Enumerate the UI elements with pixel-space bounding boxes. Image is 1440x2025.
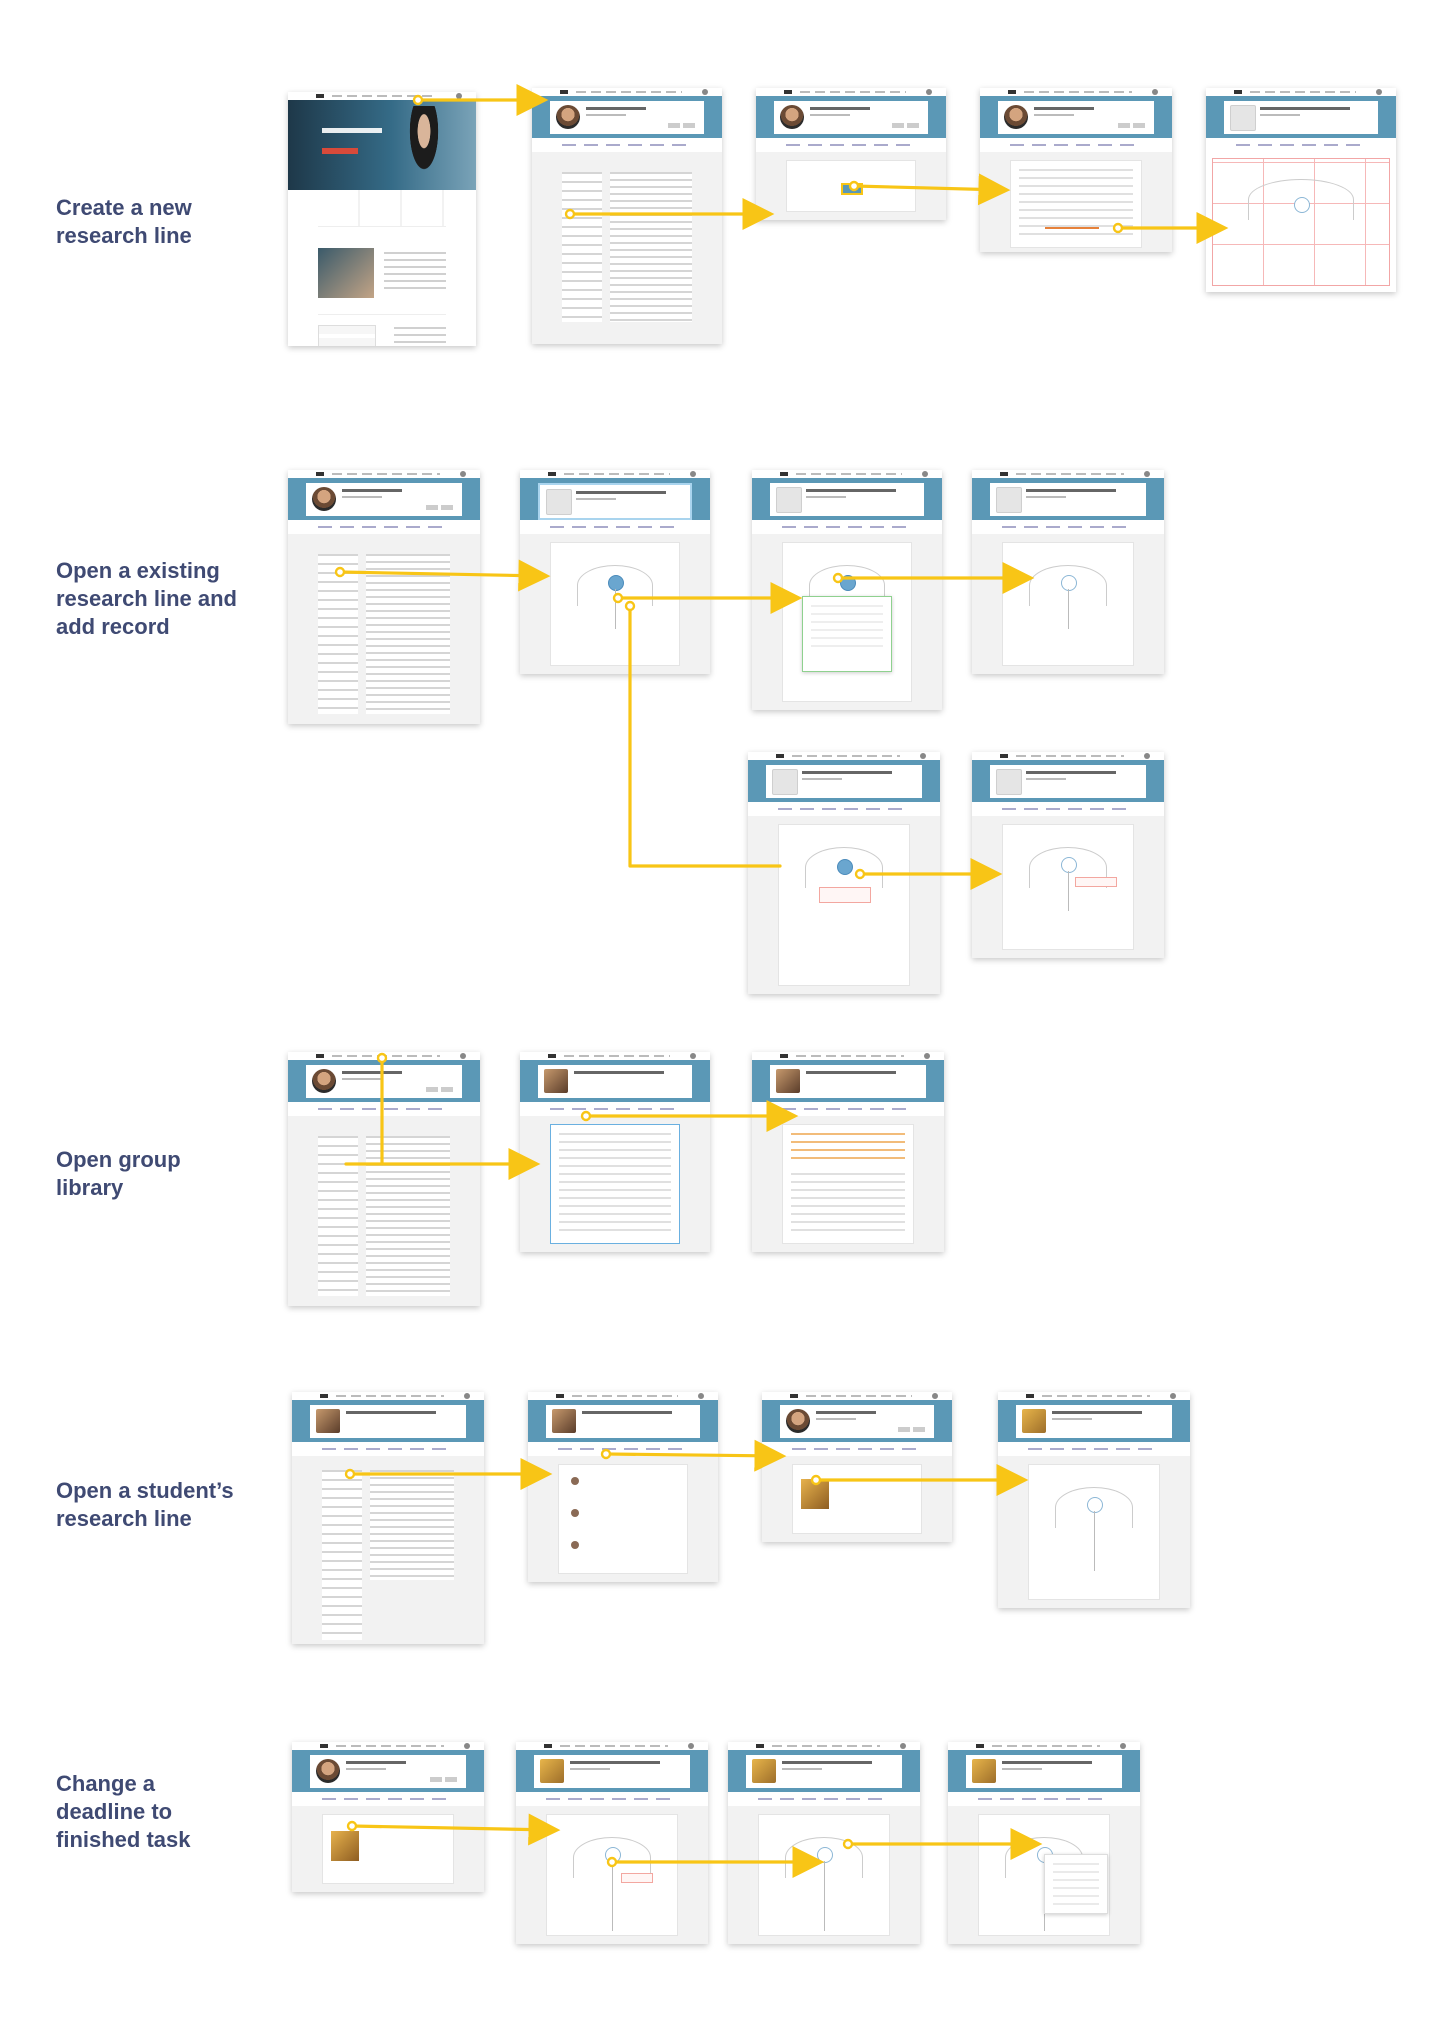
flow-label-open-group-library: Open group library (56, 1147, 181, 1200)
research-line-thumbnail[interactable] (331, 1831, 359, 1861)
avatar (456, 93, 462, 99)
screen-research-line-layout-grid[interactable] (1206, 88, 1396, 292)
screen-add-record-dialog[interactable] (752, 470, 942, 710)
screen-group-library[interactable] (752, 1052, 944, 1252)
screen-profile-2[interactable] (288, 470, 480, 724)
screen-timeline-with-record[interactable] (972, 470, 1164, 674)
member-avatar[interactable] (571, 1509, 579, 1517)
screen-student-research-line-timeline[interactable] (998, 1392, 1190, 1608)
screen-new-research-line-form[interactable] (980, 88, 1172, 252)
logo (316, 94, 324, 98)
screen-group-page[interactable] (520, 1052, 710, 1252)
flow-label-change-deadline: Change a deadline to finished task (56, 1771, 191, 1852)
feed (610, 172, 692, 322)
inline-deadline-form[interactable] (819, 887, 871, 903)
flow-label-open-existing-research-line: Open a existing research line and add re… (56, 558, 237, 639)
member-avatar[interactable] (571, 1541, 579, 1549)
feature-row (318, 190, 446, 227)
add-record-dialog[interactable] (802, 596, 892, 672)
create-research-line-button[interactable] (841, 183, 863, 195)
screen-research-lines-empty[interactable] (756, 88, 946, 220)
timeline-add-node[interactable] (608, 575, 624, 591)
screen-profile[interactable] (532, 88, 722, 344)
screen-member-list[interactable] (528, 1392, 718, 1582)
flow-label-create-research-line: Create a new research line (56, 195, 192, 248)
screen-own-research-lines[interactable] (292, 1742, 484, 1892)
research-line-thumbnail[interactable] (801, 1479, 829, 1509)
tools-section (318, 232, 446, 302)
hero-banner (288, 100, 476, 190)
new-research-line-form (1010, 160, 1142, 248)
screen-research-line-timeline[interactable] (520, 470, 710, 674)
deadline-edit-dialog[interactable] (1044, 1854, 1108, 1914)
cta-button[interactable] (322, 148, 358, 154)
tab-bar[interactable] (562, 144, 692, 146)
screen-student-research-lines[interactable] (762, 1392, 952, 1542)
screen-homepage[interactable] (288, 92, 476, 346)
control-section (318, 314, 446, 346)
screen-deadline-timeline-1[interactable] (516, 1742, 708, 1944)
flow-label-open-student-research-line: Open a student’s research line (56, 1478, 234, 1531)
profile-card (550, 101, 704, 134)
screen-timeline-with-deadline[interactable] (972, 752, 1164, 958)
screen-add-deadline-inline[interactable] (748, 752, 940, 994)
timeline-add-node[interactable] (1294, 197, 1310, 213)
member-avatar[interactable] (571, 1477, 579, 1485)
screen-deadline-edit-dialog[interactable] (948, 1742, 1140, 1944)
sidebar (562, 172, 602, 322)
screen-profile-3[interactable] (288, 1052, 480, 1306)
avatar (556, 105, 580, 129)
screen-deadline-timeline-2[interactable] (728, 1742, 920, 1944)
screen-group-members[interactable] (292, 1392, 484, 1644)
